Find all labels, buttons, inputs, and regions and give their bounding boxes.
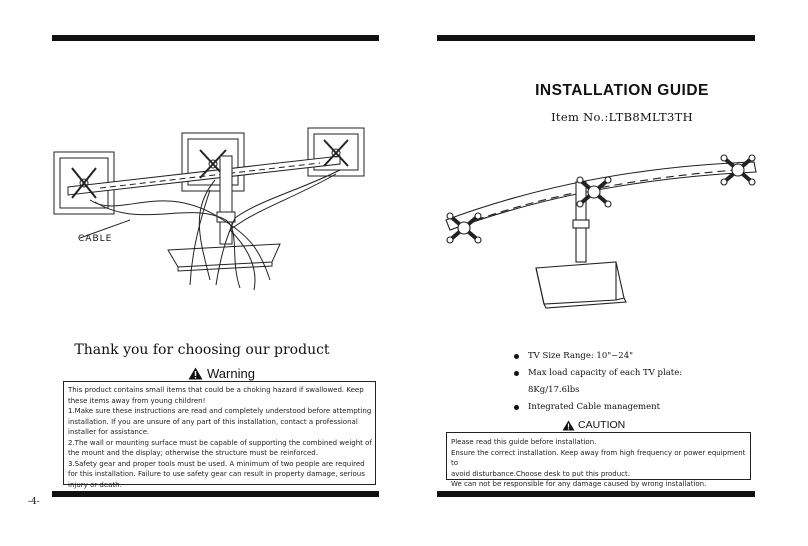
warning-box: This product contains small items that c… — [63, 381, 376, 489]
right-top-rule — [437, 35, 755, 41]
caution-box: Please read this guide before installati… — [446, 432, 751, 488]
warning-title: Warning — [207, 366, 255, 381]
caution-icon — [562, 420, 575, 430]
warning-line: 1.Make sure these instructions are read … — [68, 407, 372, 415]
caution-line: Please read this guide before installati… — [451, 438, 597, 446]
warning-line: 3.Safety gear and proper tools must be u… — [68, 459, 365, 468]
caution-heading: CAUTION — [562, 419, 625, 431]
bullet-icon — [514, 405, 519, 410]
feature-max-load-value: 8Kg/17.6lbs — [528, 385, 580, 395]
warning-line: 2.The wall or mounting surface must be c… — [68, 438, 372, 447]
bullet-icon — [514, 371, 519, 376]
page-title: INSTALLATION GUIDE — [535, 82, 709, 99]
stand-with-cable-illustration — [53, 127, 365, 291]
left-top-rule — [52, 35, 379, 41]
warning-line: these items away from young children! — [68, 396, 206, 405]
feature-list: TV Size Range: 10"~24" Max load capacity… — [514, 348, 682, 416]
warning-line: injury or death. — [68, 480, 122, 489]
cable-label: CABLE — [78, 234, 113, 244]
caution-title: CAUTION — [578, 419, 626, 431]
feature-cable: Integrated Cable management — [514, 399, 682, 416]
feature-max-load: Max load capacity of each TV plate: — [514, 365, 682, 382]
warning-line: installation. If you are unsure of any p… — [68, 417, 358, 426]
warning-line: the mount and the display; otherwise the… — [68, 449, 318, 457]
caution-line: We can not be responsible for any damage… — [451, 480, 707, 488]
caution-line: avoid disturbance.Choose desk to put thi… — [451, 469, 630, 478]
feature-tv-size: TV Size Range: 10"~24" — [514, 348, 682, 365]
stand-illustration — [445, 154, 757, 309]
bullet-icon — [514, 354, 519, 359]
warning-icon — [188, 367, 203, 380]
page-number: -4- — [28, 497, 40, 507]
warning-line: This product contains small items that c… — [68, 386, 364, 394]
thanks-heading: Thank you for choosing our product — [74, 342, 330, 358]
caution-line: Ensure the correct installation. Keep aw… — [451, 448, 746, 468]
left-bottom-rule — [52, 491, 379, 497]
warning-heading: Warning — [188, 366, 255, 381]
item-number: Item No.:LTB8MLT3TH — [551, 110, 693, 124]
warning-line: installer for assistance. — [68, 428, 150, 436]
warning-line: for this installation. Failure to use sa… — [68, 470, 365, 478]
right-bottom-rule — [437, 491, 755, 497]
